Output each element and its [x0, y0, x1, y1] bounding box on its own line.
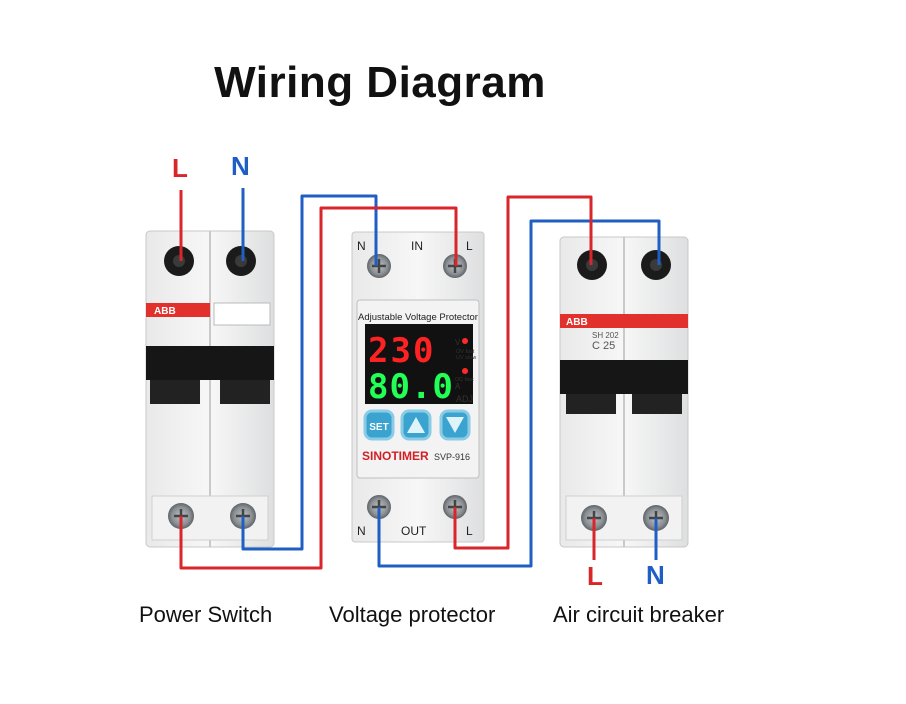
protector-label-bottom-l: L: [466, 524, 473, 538]
breaker-brand: ABB: [566, 317, 588, 328]
wire-protector-to-breaker-neutral: [377, 219, 661, 568]
power-switch: ABB: [145, 230, 275, 548]
air-circuit-breaker: ABB SH 202 C 25: [559, 236, 689, 548]
input-live-label: L: [172, 153, 188, 183]
protector-label-top-l: L: [466, 239, 473, 253]
protector-label-top-in: IN: [411, 239, 423, 253]
diagram-title: Wiring Diagram: [214, 58, 546, 107]
output-neutral-label: N: [646, 560, 665, 590]
voltage-protector: N IN L Adjustable Voltage Protector 230 …: [351, 231, 485, 543]
set-button-label: SET: [369, 422, 388, 433]
wire-protector-to-breaker-live: [453, 195, 593, 550]
up-arrow-icon: [407, 417, 425, 433]
wire-switch-to-protector-live: [179, 206, 458, 570]
caption-voltage-protector: Voltage protector: [329, 602, 496, 627]
adj-label: ADJ: [456, 394, 473, 404]
protector-header: Adjustable Voltage Protector: [358, 312, 478, 323]
protector-brand: SINOTIMER: [362, 449, 429, 463]
set-button[interactable]: [363, 409, 395, 441]
led1-a-label: OV fast: [456, 349, 475, 355]
led-voltage: [462, 338, 468, 344]
breaker-rating: C 25: [592, 340, 615, 352]
protector-label-bottom-out: OUT: [401, 524, 427, 538]
down-arrow-icon: [446, 417, 464, 433]
unit-v-label: V: [455, 338, 461, 347]
power-switch-brand: ABB: [154, 306, 176, 317]
current-display: 80.0: [368, 367, 454, 407]
output-live-label: L: [587, 561, 603, 591]
led-current: [462, 368, 468, 374]
input-neutral-label: N: [231, 151, 250, 181]
wires: [179, 188, 661, 570]
caption-air-circuit-breaker: Air circuit breaker: [553, 602, 725, 627]
voltage-display: 230: [368, 331, 435, 371]
caption-power-switch: Power Switch: [139, 602, 273, 627]
protector-label-top-n: N: [357, 239, 366, 253]
unit-a-label: A: [455, 382, 461, 391]
led2-label: OC fast: [455, 377, 474, 383]
protector-model: SVP-916: [434, 452, 470, 462]
led1-b-label: UV slow: [456, 355, 476, 361]
protector-label-bottom-n: N: [357, 524, 366, 538]
breaker-model: SH 202: [592, 331, 619, 340]
